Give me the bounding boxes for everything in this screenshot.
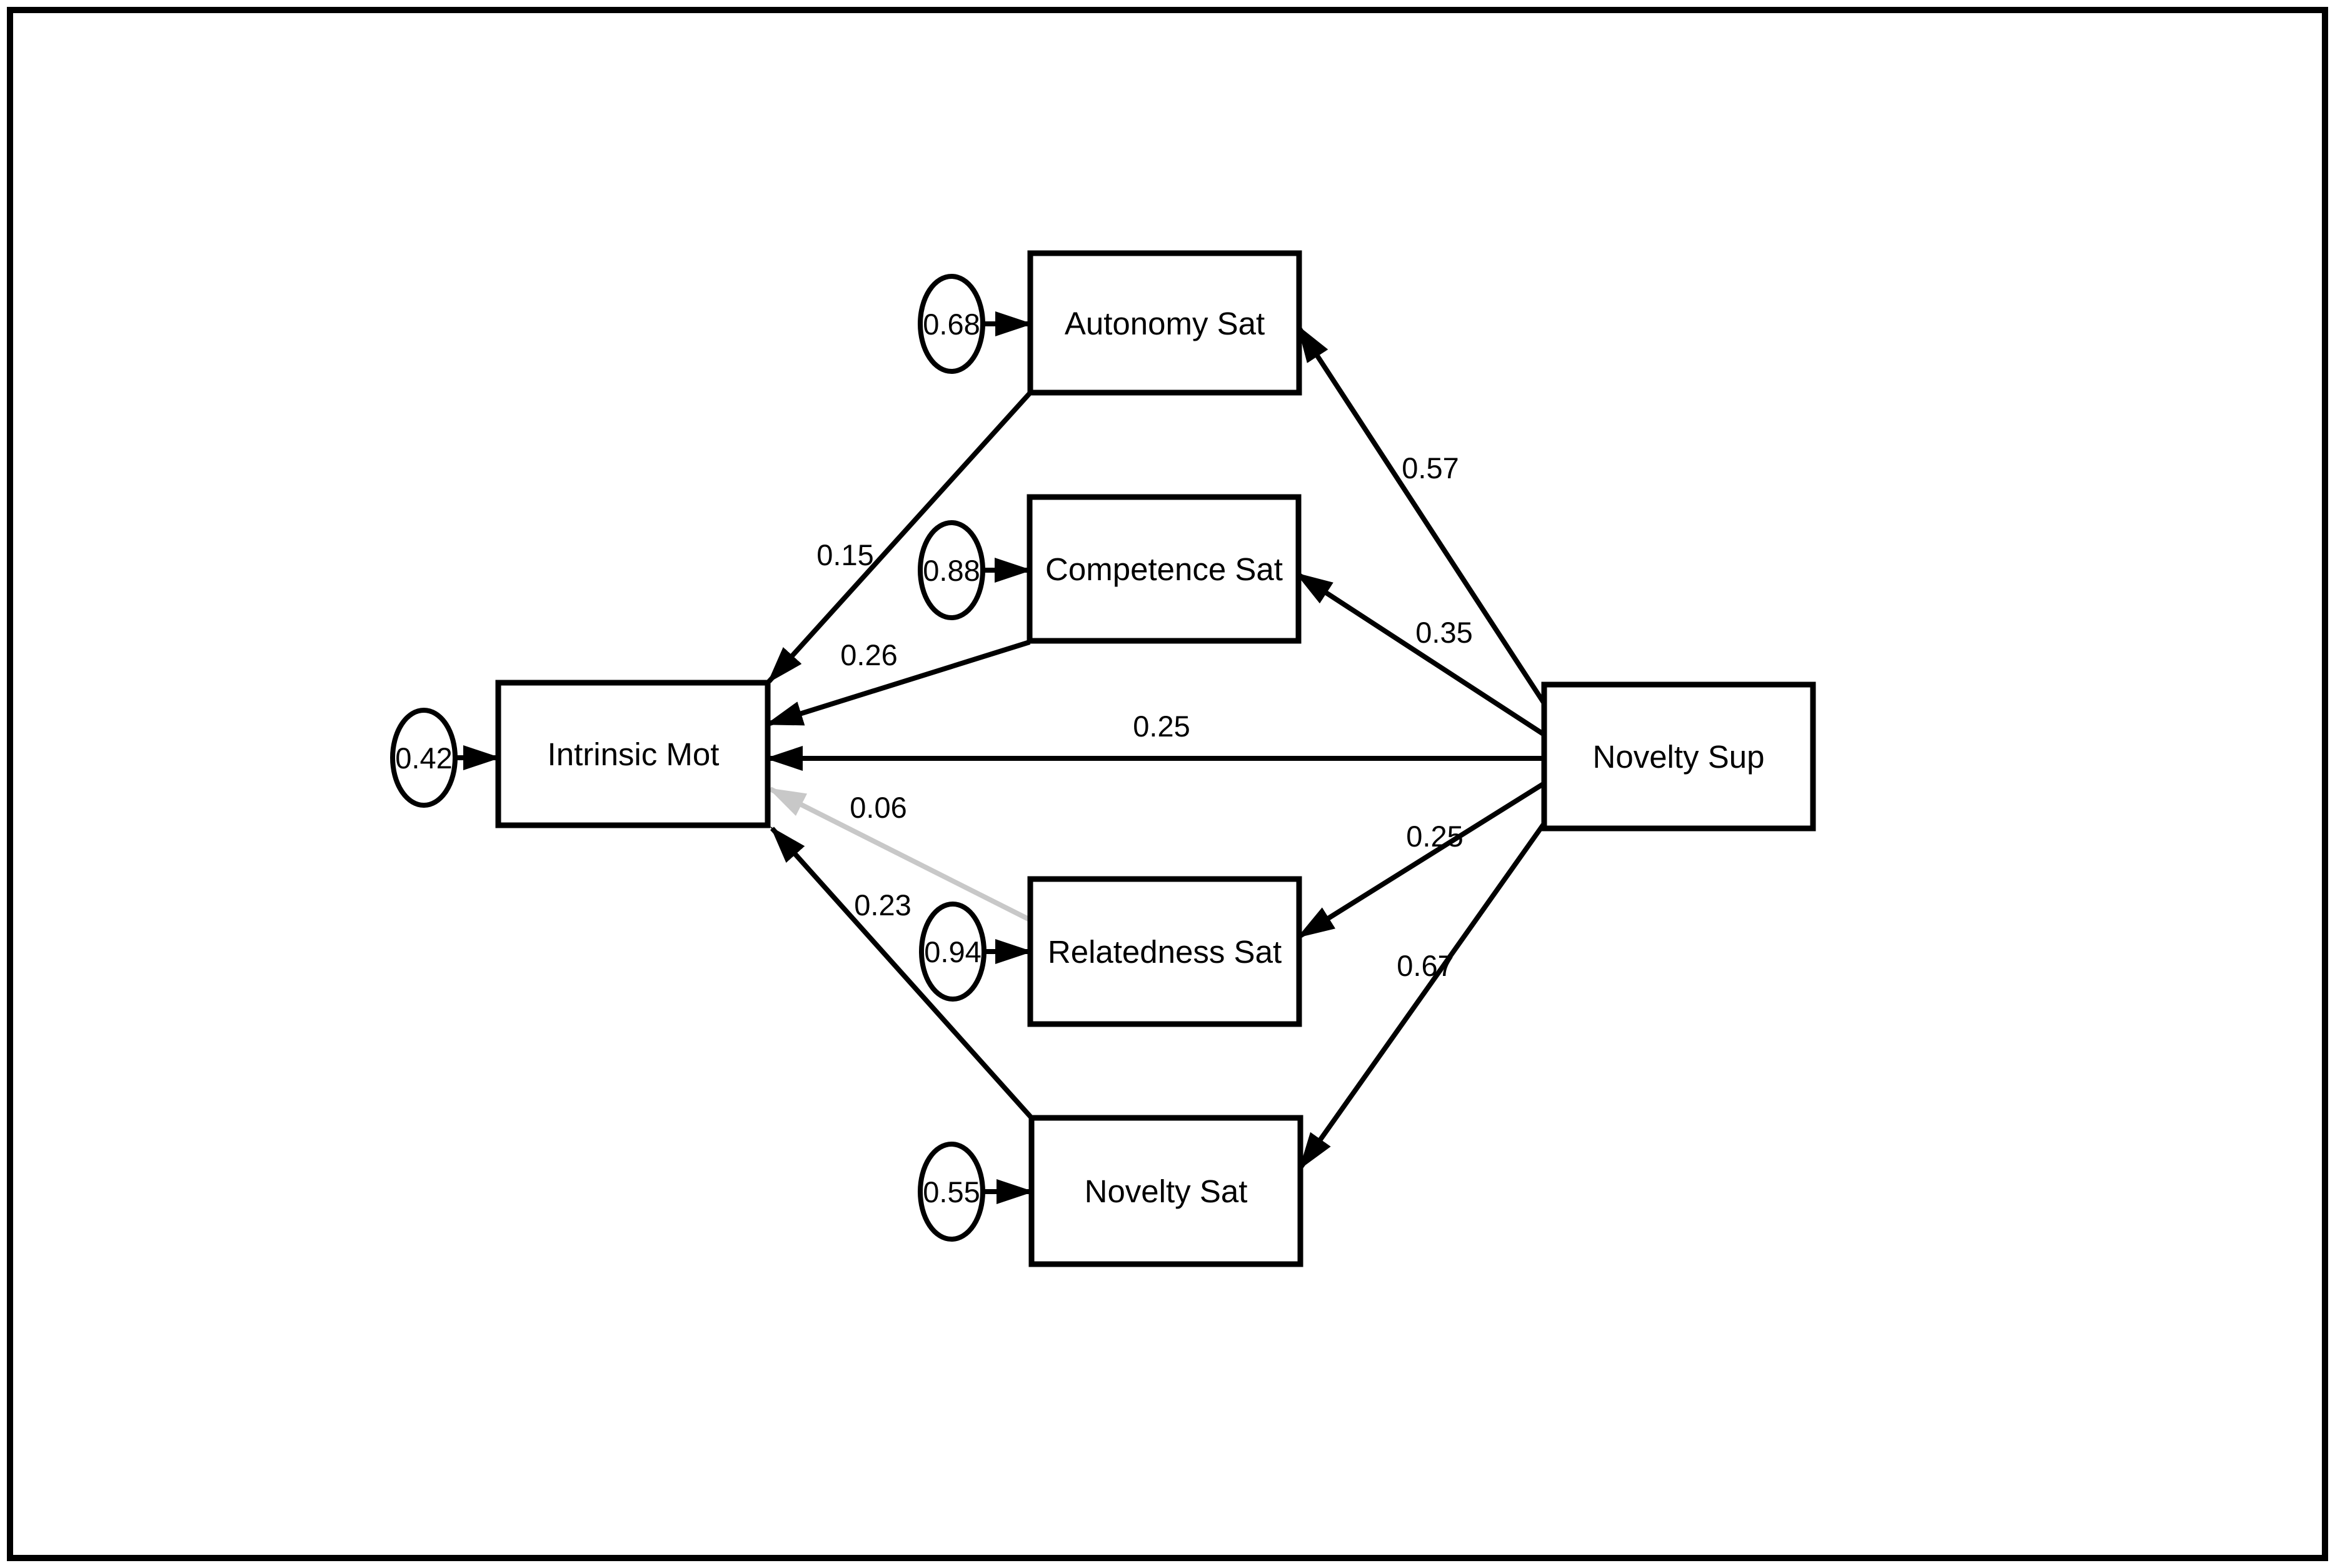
coef-label-competencesat-intrinsicmot: 0.26 (840, 638, 897, 671)
variance-circle-novelty-sat: 0.55 (918, 1142, 985, 1242)
variance-ellipse (918, 274, 985, 374)
path-novelty-sup-to-autonomy-sat (1296, 324, 1547, 705)
variance-value: 0.94 (924, 935, 981, 968)
node-box (1027, 876, 1302, 1027)
node-label: Relatedness Sat (1048, 934, 1282, 970)
node-box (1541, 681, 1816, 832)
node-box (495, 680, 771, 828)
variance-value: 0.55 (923, 1175, 980, 1209)
variance-ellipse (919, 902, 987, 1002)
node-box (1027, 494, 1302, 644)
coef-label-noveltysup-competencesat: 0.35 (1415, 616, 1472, 649)
coef-label-noveltysup-intrinsicmot: 0.25 (1133, 710, 1190, 743)
coef-label-relatednesssat-intrinsicmot: 0.06 (850, 791, 906, 824)
node-autonomy-sat: Autonomy Sat (1027, 250, 1302, 396)
variance-value: 0.42 (395, 741, 452, 775)
variance-value: 0.68 (923, 308, 980, 341)
variance-ellipse (918, 1142, 985, 1242)
figure-border (7, 7, 2328, 1561)
coef-label-noveltysat-intrinsicmot: 0.23 (854, 888, 911, 922)
path-novelty-sup-to-competence-sat (1295, 571, 1546, 737)
node-box (1028, 1115, 1303, 1267)
variance-ellipse (918, 520, 985, 620)
node-label: Novelty Sup (1593, 739, 1765, 775)
path-novelty-sup-to-relatedness-sat (1297, 781, 1546, 939)
node-label: Autonomy Sat (1065, 306, 1265, 341)
path-relatedness-sat-to-intrinsic-mot (768, 787, 1030, 922)
node-label: Competence Sat (1045, 551, 1283, 587)
coef-label-noveltysup-relatednesssat: 0.25 (1406, 820, 1463, 853)
node-box (1027, 250, 1302, 396)
path-competence-sat-to-intrinsic-mot (765, 640, 1031, 726)
variance-ellipse (390, 708, 458, 808)
node-novelty-sup: Novelty Sup (1541, 681, 1816, 832)
variance-circle-relatedness-sat: 0.94 (919, 902, 987, 1002)
variance-value: 0.88 (923, 554, 980, 587)
variance-circle-autonomy-sat: 0.68 (918, 274, 985, 374)
variance-circle-intrinsic-mot: 0.42 (390, 708, 458, 808)
node-competence-sat: Competence Sat (1027, 494, 1302, 644)
coef-label-noveltysup-noveltysat: 0.67 (1397, 949, 1454, 982)
path-novelty-sup-to-novelty-sat (1298, 822, 1547, 1170)
variance-circle-competence-sat: 0.88 (918, 520, 985, 620)
node-intrinsic-mot: Intrinsic Mot (495, 680, 771, 828)
node-label: Novelty Sat (1085, 1173, 1248, 1209)
coef-label-noveltysup-autonomysat: 0.57 (1402, 451, 1459, 485)
node-relatedness-sat: Relatedness Sat (1027, 876, 1302, 1027)
coef-label-autonomysat-intrinsicmot: 0.15 (816, 538, 873, 571)
node-label: Intrinsic Mot (548, 736, 720, 772)
path-autonomy-sat-to-intrinsic-mot (767, 391, 1032, 683)
node-novelty-sat: Novelty Sat (1028, 1115, 1303, 1267)
path-novelty-sat-to-intrinsic-mot (770, 827, 1033, 1120)
